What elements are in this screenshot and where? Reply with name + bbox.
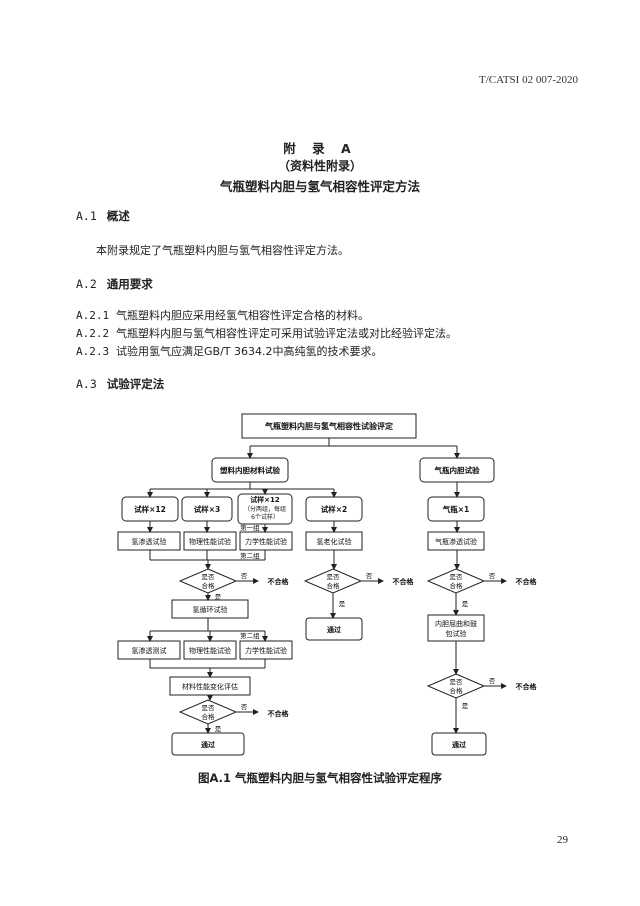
label-fail: 不合格 (516, 682, 538, 691)
standard-number: T/CATSI 02 007-2020 (479, 74, 578, 86)
clause-text: 试验用氢气应满足GB/T 3634.2中高纯氢的技术要求。 (116, 345, 383, 358)
label-fail: 不合格 (393, 577, 415, 586)
clause-a22: A.2.2 气瓶塑料内胆与氢气相容性评定可采用试验评定法或对比经验评定法。 (76, 325, 457, 341)
label-no: 否 (489, 677, 496, 685)
clause-number: A.2.3 (76, 345, 110, 358)
appendix-title: 附 录 A (283, 141, 357, 156)
diamond-right-2-line2: 合格 (450, 686, 464, 695)
diamond-mid-line1: 是否 (327, 573, 341, 581)
clause-text: 气瓶塑料内胆与氢气相容性评定可采用试验评定法或对比经验评定法。 (116, 327, 457, 340)
node-phys2: 物理性能试验 (189, 646, 231, 655)
node-eval: 材料性能变化评估 (182, 682, 238, 691)
node-buckle-line2: 包试验 (446, 629, 467, 638)
node-sample12: 试样×12 (134, 504, 166, 514)
node-mech2: 力学性能试验 (245, 646, 287, 655)
section-a1-text: 本附录规定了气瓶塑料内胆与氢气相容性评定方法。 (96, 244, 349, 257)
label-no: 否 (489, 572, 496, 580)
node-sample3: 试样×3 (194, 504, 221, 514)
page-number: 29 (557, 834, 568, 846)
label-fail: 不合格 (268, 709, 290, 718)
node-buckle-line1: 内胆屈曲和鼓 (435, 619, 477, 628)
node-pass-mid: 通过 (327, 625, 341, 634)
appendix-type: （资料性附录） (277, 159, 362, 173)
node-hperm: 氢渗透试验 (132, 537, 167, 546)
diamond-left-1-line2: 合格 (202, 581, 216, 590)
diamond-left-1-line1: 是否 (202, 573, 216, 581)
clause-a21: A.2.1 气瓶塑料内胆应采用经氢气相容性评定合格的材料。 (76, 307, 369, 323)
label-yes: 是 (462, 600, 469, 608)
clause-a23: A.2.3 试验用氢气应满足GB/T 3634.2中高纯氢的技术要求。 (76, 343, 382, 359)
section-a1-heading: A.1 概述 (76, 208, 130, 224)
box-phys (183, 531, 237, 551)
figure-caption: 图A.1 气瓶塑料内胆与氢气相容性试验评定程序 (198, 771, 442, 785)
label-yes: 是 (215, 725, 222, 733)
node-pass-right: 通过 (452, 740, 466, 749)
label-no: 否 (366, 572, 373, 580)
section-number: A.3 (76, 377, 97, 391)
label-yes: 是 (339, 600, 346, 608)
label-yes: 是 (462, 702, 469, 710)
node-sample2: 试样×2 (321, 504, 348, 514)
clause-number: A.2.2 (76, 327, 110, 340)
diamond-mid-line2: 合格 (327, 581, 341, 590)
node-right-branch: 气瓶内胆试验 (434, 465, 480, 475)
label-group2: 第二组 (240, 551, 260, 560)
node-top: 气瓶塑料内胆与氢气相容性试验评定 (264, 421, 393, 431)
section-a3-heading: A.3 试验评定法 (76, 376, 164, 392)
node-cyl1: 气瓶×1 (442, 504, 470, 514)
node-pass-left: 通过 (201, 740, 215, 749)
label-group2-b: 第二组 (240, 631, 260, 640)
node-sample12b-line2: （分两组，每组 (244, 505, 286, 513)
clause-number: A.2.1 (76, 309, 110, 322)
node-aging: 氢老化试验 (317, 537, 352, 546)
label-group1: 第一组 (240, 523, 260, 532)
node-phys: 物理性能试验 (189, 537, 231, 546)
diamond-right-1-line2: 合格 (450, 581, 464, 590)
node-hperm2: 氢渗透测试 (132, 646, 167, 655)
node-mech: 力学性能试验 (245, 537, 287, 546)
section-title: 通用要求 (106, 277, 153, 291)
diamond-right-2-line1: 是否 (450, 678, 464, 686)
diamond-left-2-line2: 合格 (202, 712, 216, 721)
label-fail: 不合格 (268, 577, 290, 586)
label-no: 否 (241, 703, 248, 711)
appendix-heading: 气瓶塑料内胆与氢气相容性评定方法 (219, 179, 420, 194)
diamond-right-1-line1: 是否 (450, 573, 464, 581)
diamond-left-2-line1: 是否 (202, 704, 216, 712)
box-pass-right (431, 732, 487, 756)
section-a2-heading: A.2 通用要求 (76, 276, 153, 292)
label-yes: 是 (215, 593, 222, 601)
node-cylperm: 气瓶渗透试验 (435, 537, 477, 546)
section-number: A.1 (76, 209, 97, 223)
node-sample12b-line1: 试样×12 (250, 495, 280, 504)
label-fail: 不合格 (516, 577, 538, 586)
section-title: 概述 (106, 209, 130, 223)
section-title: 试验评定法 (106, 377, 165, 391)
node-sample12b-line3: 6个试样） (251, 513, 279, 521)
node-left-branch: 塑料内胆材料试验 (220, 465, 280, 475)
label-no: 否 (241, 572, 248, 580)
clause-text: 气瓶塑料内胆应采用经氢气相容性评定合格的材料。 (116, 309, 369, 322)
node-cycle: 氢循环试验 (193, 605, 228, 614)
section-number: A.2 (76, 277, 97, 291)
